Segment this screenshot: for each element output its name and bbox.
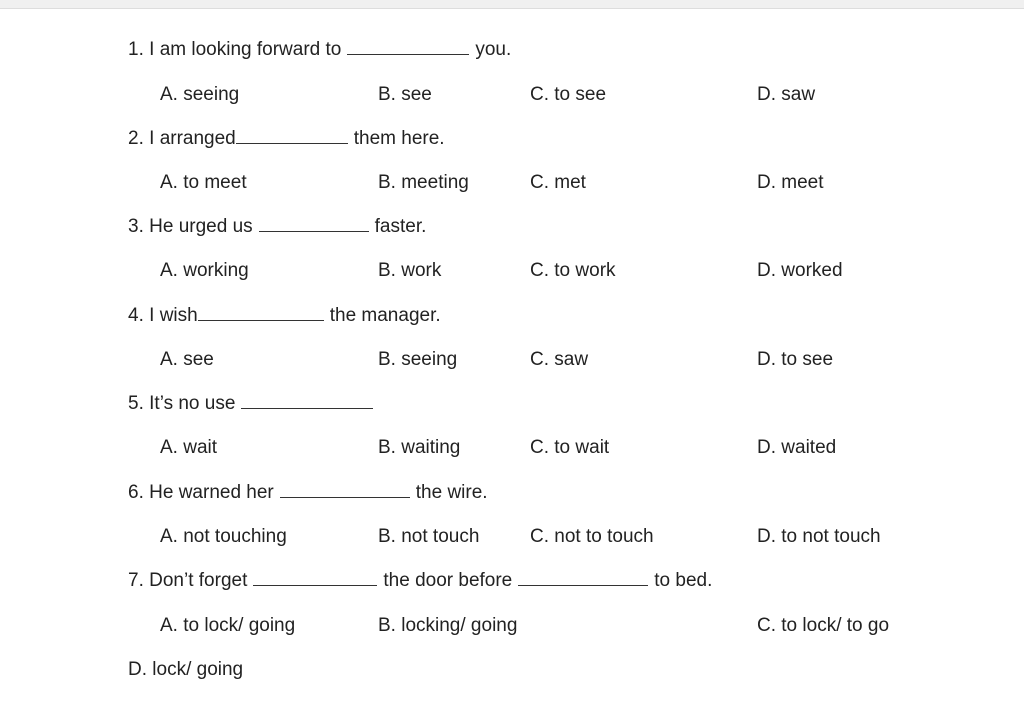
question-number: 6. (128, 482, 144, 503)
page-top-edge (0, 0, 1024, 9)
question-text: you. (475, 39, 512, 60)
question-text: the door before (383, 570, 513, 591)
question-number: 4. (128, 305, 144, 326)
question-number: 7. (128, 570, 144, 591)
question-text: He warned her (149, 482, 274, 503)
question-7: 7. Don’t forget the door before to bed. (0, 566, 1024, 596)
option-b: B. locking/ going (378, 615, 518, 636)
option-b: B. seeing (378, 349, 458, 370)
question-3: 3. He urged us faster. (0, 212, 1024, 242)
question-text: to bed. (654, 570, 713, 591)
question-6: 6. He warned her the wire. (0, 478, 1024, 508)
question-7-stem: 7. Don’t forget the door before to bed. (128, 566, 712, 596)
answer-blank (235, 126, 348, 144)
question-text: them here. (353, 128, 445, 149)
question-1-stem: 1. I am looking forward to you. (128, 35, 511, 65)
question-number: 2. (128, 128, 144, 149)
question-6-stem: 6. He warned her the wire. (128, 478, 488, 508)
option-b: B. work (378, 260, 442, 281)
options-1: A. seeing B. see C. to see D. saw (0, 80, 1024, 110)
answer-blank (197, 303, 324, 321)
question-4-stem: 4. I wish the manager. (128, 301, 441, 331)
option-c: C. saw (530, 349, 589, 370)
question-text: It’s no use (149, 393, 236, 414)
option-a: A. working (160, 260, 249, 281)
question-text: the manager. (329, 305, 441, 326)
option-a: A. to lock/ going (160, 615, 296, 636)
options-5: A. wait B. waiting C. to wait D. waited (0, 433, 1024, 463)
question-number: 5. (128, 393, 144, 414)
option-b: B. meeting (378, 172, 469, 193)
option-d: D. to see (757, 349, 834, 370)
question-number: 3. (128, 216, 144, 237)
question-text: I arranged (149, 128, 236, 149)
question-2: 2. I arranged them here. (0, 124, 1024, 154)
question-text: He urged us (149, 216, 253, 237)
question-4: 4. I wish the manager. (0, 301, 1024, 331)
options-2: A. to meet B. meeting C. met D. meet (0, 168, 1024, 198)
option-a: A. see (160, 349, 214, 370)
answer-blank (253, 568, 378, 586)
option-a: A. not touching (160, 526, 287, 547)
option-d: D. waited (757, 437, 837, 458)
question-5: 5. It’s no use (0, 389, 1024, 419)
option-c: C. to see (530, 84, 607, 105)
answer-blank (347, 37, 470, 55)
options-4: A. see B. seeing C. saw D. to see (0, 345, 1024, 375)
question-text: the wire. (415, 482, 488, 503)
question-5-stem: 5. It’s no use (128, 389, 379, 419)
option-c: C. to wait (530, 437, 610, 458)
option-b: B. see (378, 84, 432, 105)
question-text: I wish (149, 305, 198, 326)
option-d: D. worked (757, 260, 843, 281)
question-text: I am looking forward to (149, 39, 342, 60)
option-d: D. saw (757, 84, 816, 105)
question-number: 1. (128, 39, 144, 60)
option-a: A. wait (160, 437, 218, 458)
option-c: C. to lock/ to go (757, 615, 890, 636)
option-c: C. met (530, 172, 586, 193)
option-d: D. lock/ going (128, 659, 244, 680)
option-c: C. to work (530, 260, 616, 281)
answer-blank (258, 214, 369, 232)
question-text: faster. (374, 216, 427, 237)
option-d: D. to not touch (757, 526, 881, 547)
option-b: B. not touch (378, 526, 480, 547)
option-a: A. seeing (160, 84, 240, 105)
question-3-stem: 3. He urged us faster. (128, 212, 426, 242)
option-c: C. not to touch (530, 526, 654, 547)
options-6: A. not touching B. not touch C. not to t… (0, 522, 1024, 552)
options-7: A. to lock/ going B. locking/ going C. t… (0, 611, 1024, 641)
options-7-continued: D. lock/ going (0, 655, 1024, 685)
question-text: Don’t forget (149, 570, 248, 591)
options-3: A. working B. work C. to work D. worked (0, 256, 1024, 286)
option-b: B. waiting (378, 437, 461, 458)
question-1: 1. I am looking forward to you. (0, 35, 1024, 65)
answer-blank (518, 568, 649, 586)
option-a: A. to meet (160, 172, 247, 193)
answer-blank (241, 391, 374, 409)
option-d: D. meet (757, 172, 824, 193)
answer-blank (279, 480, 410, 498)
question-2-stem: 2. I arranged them here. (128, 124, 445, 154)
